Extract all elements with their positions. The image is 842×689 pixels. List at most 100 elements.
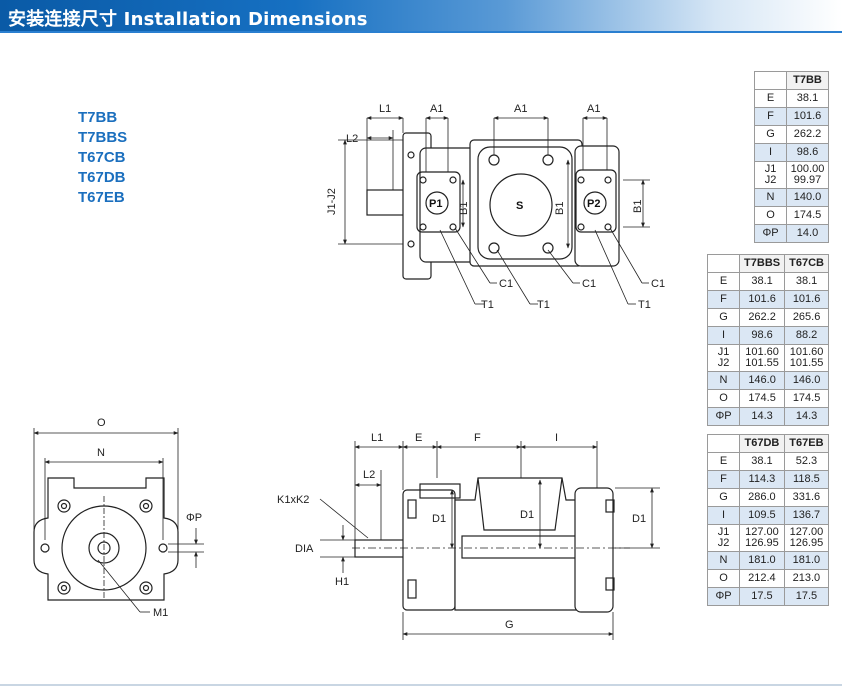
dimension-label-cell: N xyxy=(754,188,787,207)
label-A1: A1 xyxy=(514,103,527,115)
dimension-value-cell: 181.0 xyxy=(783,551,830,570)
dimension-value-cell: 17.5 xyxy=(739,587,785,606)
dimension-value-cell: 146.0 xyxy=(738,371,786,390)
label-L1: L1 xyxy=(371,432,383,444)
dimension-label-cell: G xyxy=(707,488,740,507)
table-model-header: T7BB xyxy=(786,71,829,90)
header-bar: 安装连接尺寸 Installation Dimensions xyxy=(0,0,842,31)
dimension-value-cell: 118.5 xyxy=(783,470,830,489)
label-E: E xyxy=(415,432,422,444)
dimension-value-cell: 181.0 xyxy=(739,551,785,570)
dimension-value-cell: 38.1 xyxy=(784,272,829,291)
label-S: S xyxy=(516,200,523,212)
dimension-value-cell: 88.2 xyxy=(784,326,829,345)
label-B1: B1 xyxy=(458,202,470,215)
dimension-value-cell: 262.2 xyxy=(786,125,829,144)
dimension-value-cell: 101.6 xyxy=(786,107,829,126)
dimension-label-cell: F xyxy=(707,290,740,309)
label-F: F xyxy=(474,432,481,444)
label-L1: L1 xyxy=(379,103,391,115)
side-view xyxy=(319,441,660,640)
label-H1: H1 xyxy=(335,576,349,588)
table-corner-cell xyxy=(707,254,740,273)
model-list: T7BB T7BBS T67CB T67DB T67EB xyxy=(78,108,127,208)
dimension-value-cell: 136.7 xyxy=(783,506,830,525)
table-corner-cell xyxy=(754,71,787,90)
label-phiP: ΦP xyxy=(186,512,202,524)
dimension-label-cell: I xyxy=(707,506,740,525)
model-name: T67CB xyxy=(78,149,126,166)
label-A1: A1 xyxy=(587,103,600,115)
dimension-value-cell: 14.0 xyxy=(786,224,829,243)
label-T1: T1 xyxy=(638,299,651,311)
label-P2: P2 xyxy=(587,198,600,210)
end-view-labels: O N ΦP M1 xyxy=(97,417,202,619)
footer-line xyxy=(0,684,842,686)
dimension-value-cell: 213.0 xyxy=(783,569,830,588)
dimension-label-cell: E xyxy=(707,272,740,291)
dimension-value-cell: 109.5 xyxy=(739,506,785,525)
top-view xyxy=(338,116,650,305)
side-view-labels: L1 E F I L2 K1xK2 D1 D1 D1 DIA H1 G xyxy=(277,432,646,631)
dimension-label-cell: I xyxy=(754,143,787,162)
label-D1: D1 xyxy=(520,509,534,521)
label-B1: B1 xyxy=(554,202,566,215)
page-title: 安装连接尺寸 Installation Dimensions xyxy=(8,9,368,30)
end-view xyxy=(33,428,204,613)
dimension-value-cell: 38.1 xyxy=(786,89,829,108)
table-header-row: T7BB xyxy=(754,71,829,90)
label-O: O xyxy=(97,417,106,429)
label-N: N xyxy=(97,447,105,459)
dimension-value-cell: 14.3 xyxy=(784,407,829,426)
model-name: T67DB xyxy=(78,169,126,186)
dimension-label-cell: O xyxy=(707,389,740,408)
dimension-value-cell: 286.0 xyxy=(739,488,785,507)
dimension-value-cell: 98.6 xyxy=(738,326,786,345)
dimension-label-cell: N xyxy=(707,371,740,390)
dimension-label-cell: G xyxy=(754,125,787,144)
dimension-value-cell: 101.6 xyxy=(738,290,786,309)
dimension-value-cell: 52.3 xyxy=(783,452,830,471)
dimension-label-cell: F xyxy=(707,470,740,489)
dimension-label-cell: ΦP xyxy=(754,224,787,243)
table-model-header: T67CB xyxy=(784,254,829,273)
dimension-value-cell: 114.3 xyxy=(739,470,785,489)
model-name: T7BB xyxy=(78,109,118,126)
table-model-header: T7BBS xyxy=(738,254,786,273)
label-P1: P1 xyxy=(429,198,442,210)
label-D1: D1 xyxy=(632,513,646,525)
table-model-header: T67DB xyxy=(739,434,785,453)
label-C1: C1 xyxy=(651,278,665,290)
dimension-value-cell: 14.3 xyxy=(738,407,786,426)
dimension-value-cell: 174.5 xyxy=(738,389,786,408)
label-A1: A1 xyxy=(430,103,443,115)
dimension-value-cell: 140.0 xyxy=(786,188,829,207)
dimension-label-cell: E xyxy=(754,89,787,108)
dimension-label-cell: ΦP xyxy=(707,587,740,606)
